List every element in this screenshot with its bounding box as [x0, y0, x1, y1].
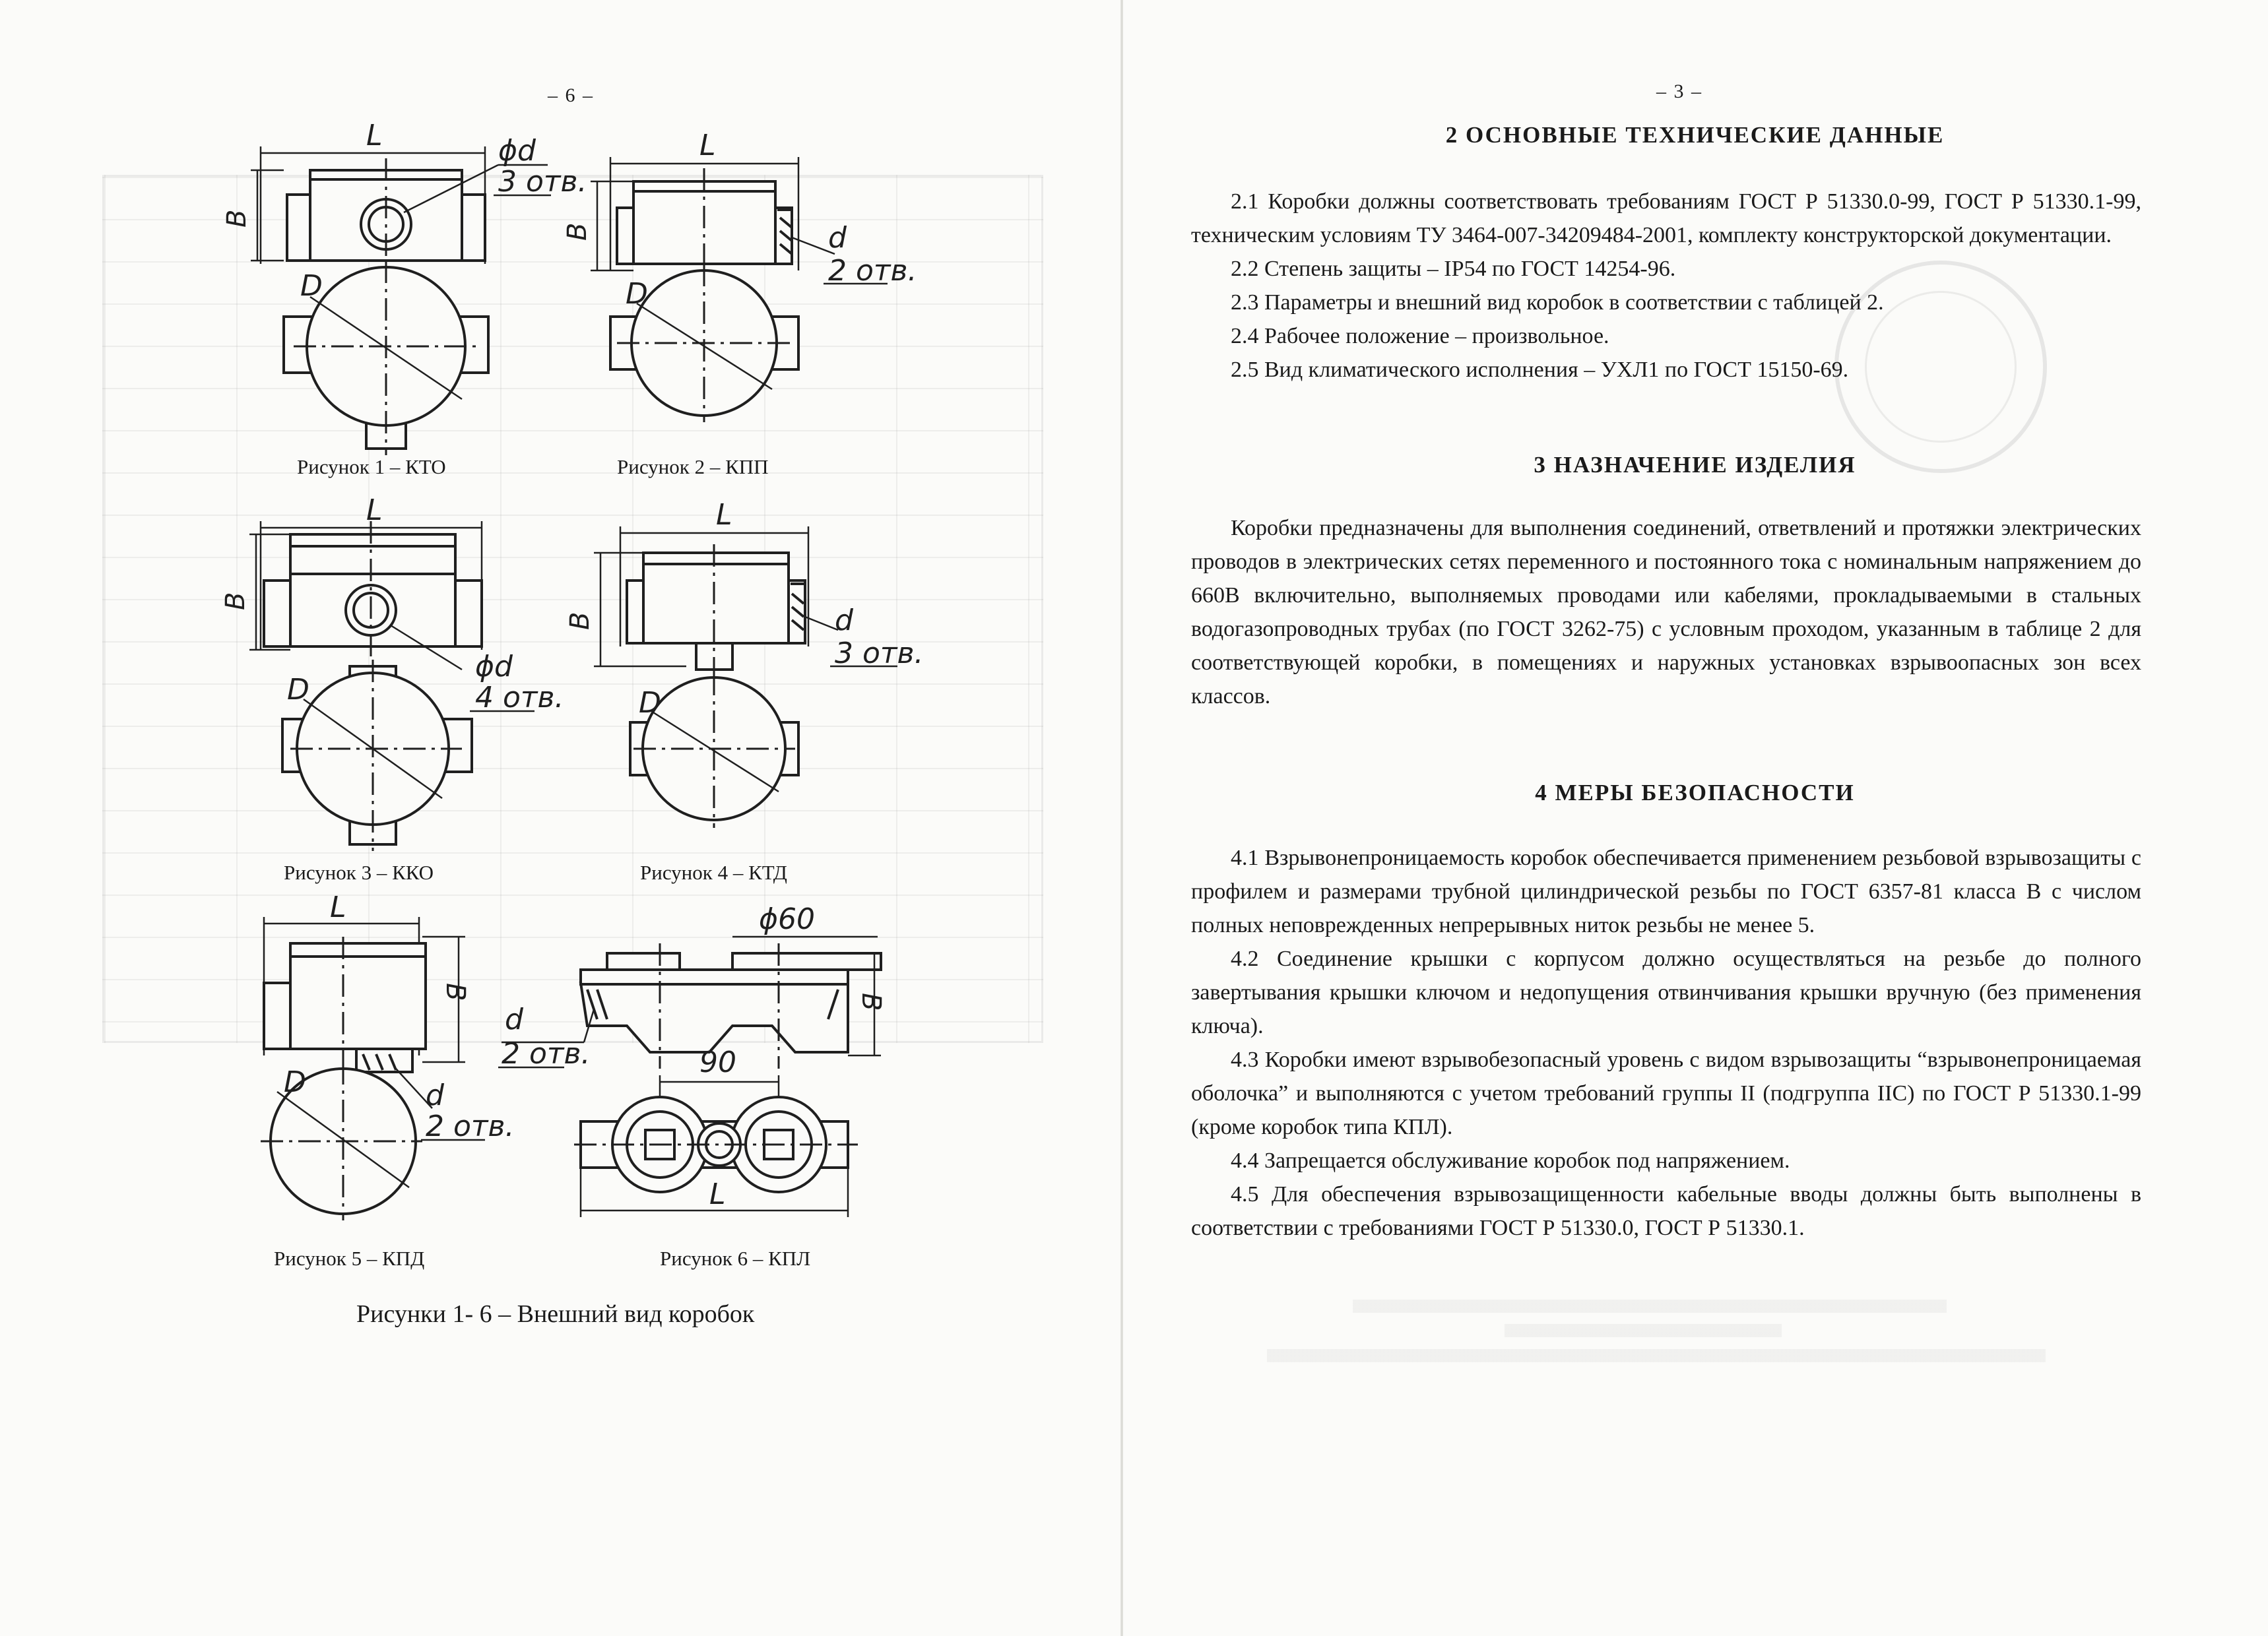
- para-4-5: 4.5 Для обеспечения взрывозащищенности к…: [1191, 1182, 2141, 1240]
- section-4-body: 4.1 Взрывонепроницаемость коробок обеспе…: [1191, 841, 2141, 1245]
- fig4-thread-count: 3 отв.: [835, 637, 923, 670]
- figure-1-caption: Рисунок 1 – КТО: [297, 455, 446, 478]
- fig4-dim-l: L: [716, 498, 732, 532]
- para-4-3: 4.3 Коробки имеют взрывобезопасный урове…: [1191, 1048, 2141, 1139]
- figure-5-caption: Рисунок 5 – КПД: [274, 1247, 425, 1270]
- fig4-thread: d: [835, 604, 854, 637]
- fig3-hole-dia: ϕd: [475, 650, 513, 683]
- fig1-dim-l: L: [366, 119, 383, 152]
- figure-1-drawing: L B ϕd 3 отв. D: [222, 119, 587, 455]
- left-page: [0, 0, 1122, 1636]
- para-2-3: 2.3 Параметры и внешний вид коробок в со…: [1231, 290, 1884, 315]
- fig6-cover-dia: ϕ60: [759, 902, 815, 936]
- figure-2-caption: Рисунок 2 – КПП: [617, 455, 769, 478]
- section-3-body: Коробки предназначены для выполнения сое…: [1191, 511, 2141, 713]
- fig6-thread: d: [505, 1003, 524, 1036]
- fig6-spacing: 90: [699, 1046, 736, 1079]
- left-page-number: – 6 –: [548, 84, 594, 106]
- right-page-number: – 3 –: [1656, 80, 1702, 102]
- section-2-body: 2.1 Коробки должны соответствовать требо…: [1191, 185, 2141, 387]
- fig5-dim-d: D: [284, 1065, 306, 1099]
- figure-6-caption: Рисунок 6 – КПЛ: [660, 1247, 811, 1270]
- fig5-thread-count: 2 отв.: [426, 1110, 514, 1143]
- fig1-hole-count: 3 отв.: [498, 165, 587, 199]
- section-3-title: 3 НАЗНАЧЕНИЕ ИЗДЕЛИЯ: [1534, 452, 1856, 478]
- para-2-1: 2.1 Коробки должны соответствовать требо…: [1191, 189, 2141, 247]
- technical-drawings: L B ϕd 3 отв. D L B: [220, 119, 923, 1220]
- right-page: [1122, 0, 2268, 1636]
- para-3-1: Коробки предназначены для выполнения сое…: [1191, 516, 2141, 708]
- fig5-dim-b: B: [440, 983, 470, 1001]
- fig3-hole-count: 4 отв.: [475, 681, 564, 714]
- section-4-title: 4 МЕРЫ БЕЗОПАСНОСТИ: [1535, 780, 1855, 805]
- para-2-4: 2.4 Рабочее положение – произвольное.: [1231, 324, 1609, 348]
- fig5-dim-l: L: [330, 891, 346, 924]
- fig4-dim-d: D: [639, 686, 661, 720]
- fig5-thread: d: [426, 1079, 445, 1112]
- fig4-dim-b: B: [565, 612, 595, 630]
- para-2-5: 2.5 Вид климатического исполнения – УХЛ1…: [1231, 358, 1849, 382]
- page-fold: [1120, 0, 1123, 1636]
- fig6-dim-b: B: [856, 993, 886, 1011]
- figures-main-caption: Рисунки 1- 6 – Внешний вид коробок: [356, 1300, 755, 1328]
- fig6-thread-count: 2 отв.: [502, 1037, 590, 1071]
- fig1-dim-d: D: [300, 269, 323, 303]
- show-through-footer: [1254, 1296, 2046, 1369]
- figure-3-caption: Рисунок 3 – ККО: [284, 861, 434, 884]
- fig6-dim-l: L: [709, 1178, 726, 1211]
- fig2-thread: d: [828, 221, 847, 255]
- section-2-title: 2 ОСНОВНЫЕ ТЕХНИЧЕСКИЕ ДАННЫЕ: [1445, 122, 1945, 148]
- para-4-1: 4.1 Взрывонепроницаемость коробок обеспе…: [1191, 846, 2141, 937]
- fig1-hole-dia: ϕd: [498, 134, 536, 168]
- faded-stamp: [1834, 261, 2047, 473]
- fig1-dim-b: B: [222, 210, 252, 228]
- figure-5-drawing: L B d 2 отв. D: [261, 891, 514, 1220]
- fig3-dim-l: L: [366, 493, 383, 527]
- fig3-dim-d: D: [287, 673, 309, 707]
- fig2-dim-l: L: [699, 129, 716, 162]
- figure-6-drawing: ϕ60 B d 2 отв. 90: [498, 902, 886, 1217]
- para-4-2: 4.2 Соединение крышки с корпусом должно …: [1191, 947, 2141, 1038]
- figure-3-drawing: L B ϕd 4 отв. D: [220, 493, 564, 851]
- fig2-thread-count: 2 отв.: [828, 254, 917, 288]
- figure-4-drawing: L B d 3 отв. D: [565, 498, 923, 828]
- para-4-4: 4.4 Запрещается обслуживание коробок под…: [1231, 1148, 1790, 1173]
- fig2-dim-d: D: [626, 277, 648, 311]
- figure-4-caption: Рисунок 4 – КТД: [640, 861, 787, 884]
- fig2-dim-b: B: [562, 223, 593, 241]
- figure-2-drawing: L B d 2 отв. D: [562, 129, 917, 422]
- para-2-2: 2.2 Степень защиты – IP54 по ГОСТ 14254-…: [1231, 257, 1676, 281]
- fig3-dim-b: B: [220, 592, 251, 610]
